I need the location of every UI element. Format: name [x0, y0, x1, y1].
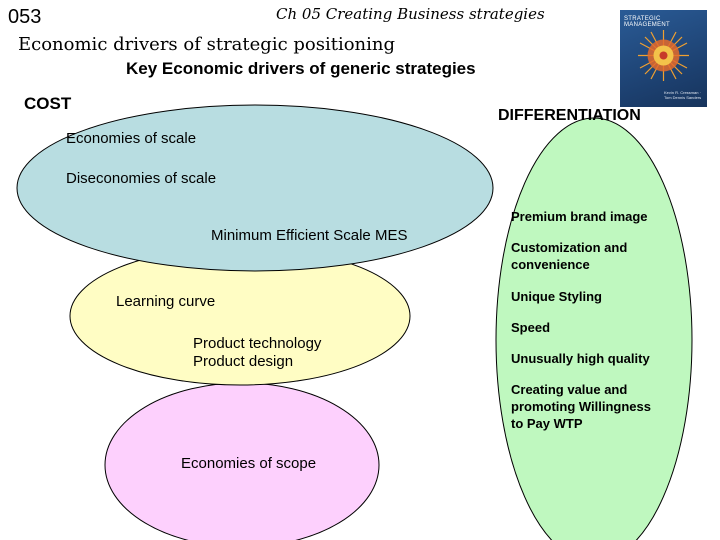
diff-driver-premium-brand: Premium brand image [511, 208, 681, 225]
differentiation-label: DIFFERENTIATION [498, 107, 641, 125]
cost-driver-mes: Minimum Efficient Scale MES [211, 227, 407, 244]
cost-driver-product-design: Product design [193, 353, 293, 370]
diff-driver-high-quality: Unusually high quality [511, 350, 681, 367]
cost-driver-product-technology: Product technology [193, 335, 321, 352]
diff-driver-unique-styling: Unique Styling [511, 288, 681, 305]
cost-driver-diseconomies-of-scale: Diseconomies of scale [66, 170, 216, 187]
book-cover-image: STRATEGIC MANAGEMENT Kevin R. Cressman ·… [620, 10, 707, 107]
key-title: Key Economic drivers of generic strategi… [126, 59, 476, 79]
book-cover-authors: Kevin R. Cressman · Tom Dennis Sanders [664, 90, 704, 100]
cost-label: COST [24, 94, 71, 114]
book-cover-sunburst-icon [636, 28, 691, 83]
diff-driver-customization: Customization and convenience [511, 239, 661, 273]
diff-driver-wtp: Creating value and promoting Willingness… [511, 381, 666, 432]
chapter-title: Ch 05 Creating Business strategies [276, 5, 545, 23]
cost-driver-economies-of-scope: Economies of scope [181, 455, 316, 472]
slide-number: 053 [8, 6, 41, 29]
cost-driver-economies-of-scale: Economies of scale [66, 130, 196, 147]
diff-driver-speed: Speed [511, 319, 681, 336]
slide-subtitle: Economic drivers of strategic positionin… [18, 34, 395, 55]
book-cover-title: STRATEGIC MANAGEMENT [624, 16, 707, 28]
cost-driver-learning-curve: Learning curve [116, 293, 215, 310]
